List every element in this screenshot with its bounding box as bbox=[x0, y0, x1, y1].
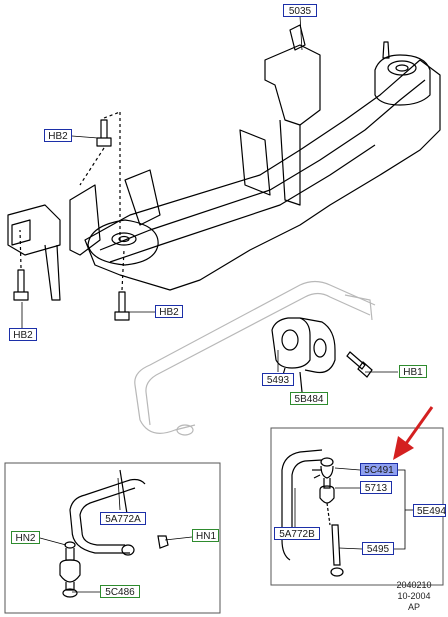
callout-5b484: 5B484 bbox=[290, 392, 328, 405]
callout-5713: 5713 bbox=[360, 481, 392, 494]
callout-5495: 5495 bbox=[362, 542, 394, 555]
left-spring-seat bbox=[87, 219, 159, 266]
inset-right-parts bbox=[281, 449, 344, 577]
callout-hb2-left: HB2 bbox=[9, 328, 37, 341]
callout-5c491: 5C491 bbox=[360, 463, 398, 476]
callout-5a772b: 5A772B bbox=[274, 527, 320, 540]
upper-bracket bbox=[264, 44, 321, 126]
callout-hn2: HN2 bbox=[11, 531, 40, 544]
stabilizer-bar-ghost bbox=[134, 280, 376, 436]
bolt-mid bbox=[114, 291, 130, 321]
callout-hn1: HN1 bbox=[192, 529, 219, 542]
callout-hb2-mid: HB2 bbox=[155, 305, 183, 318]
inset-left-frame bbox=[4, 462, 221, 614]
callout-5c486: 5C486 bbox=[100, 585, 140, 598]
inset-left-parts bbox=[59, 469, 169, 598]
leader-lines bbox=[21, 15, 414, 593]
red-arrow bbox=[393, 406, 434, 460]
bolt-left bbox=[13, 269, 29, 301]
callout-hb2-top: HB2 bbox=[44, 129, 72, 142]
callout-5e494: 5E494 bbox=[413, 504, 446, 517]
drawing-reference: 2040210 10-2004 AP bbox=[390, 580, 438, 613]
drawing-number: 2040210 bbox=[396, 580, 432, 590]
right-spring-seat bbox=[374, 54, 431, 106]
callout-5035: 5035 bbox=[283, 4, 317, 17]
bolt-hb1 bbox=[346, 351, 373, 378]
drawing-code: AP bbox=[407, 602, 420, 612]
stabilizer-bushing bbox=[271, 317, 336, 393]
bolt-top-left bbox=[96, 119, 112, 147]
callout-hb1: HB1 bbox=[399, 365, 427, 378]
callout-5493: 5493 bbox=[262, 373, 294, 386]
callout-5a772a: 5A772A bbox=[100, 512, 146, 525]
drawing-date: 10-2004 bbox=[397, 591, 431, 601]
